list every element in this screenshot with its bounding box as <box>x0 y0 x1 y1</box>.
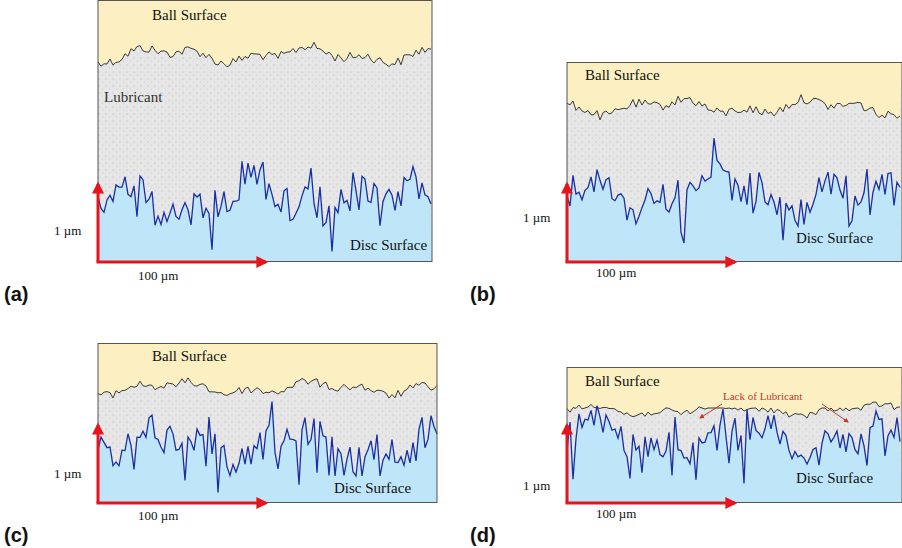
surface-label: Ball Surface <box>152 348 227 365</box>
scale-label: 100 µm <box>138 269 178 283</box>
panel-frame <box>98 1 432 262</box>
ball-profile <box>567 402 900 418</box>
vertical-scale-arrow <box>566 184 569 262</box>
panel-letter: (c) <box>4 524 28 546</box>
lubricant-label: Lubricant <box>104 89 162 106</box>
surface-label: Disc Surface <box>334 480 411 497</box>
ball-surface <box>567 367 902 418</box>
leader-line <box>700 404 722 418</box>
panel-letter: (b) <box>470 283 496 305</box>
lubricant-region <box>567 62 902 262</box>
scale-label: 100 µm <box>596 507 636 521</box>
vertical-scale-arrow <box>97 425 100 503</box>
scale-label: 1 µm <box>54 467 81 481</box>
lubricant-region <box>98 0 432 262</box>
contact-panel <box>566 62 902 262</box>
scale-label: 100 µm <box>138 509 178 523</box>
surface-label: Disc Surface <box>796 470 873 487</box>
scale-label: 1 µm <box>523 479 550 493</box>
disc-surface <box>567 406 902 503</box>
disc-surface <box>98 161 432 262</box>
scale-label: 1 µm <box>523 211 550 225</box>
disc-surface <box>567 138 902 262</box>
scale-label: 1 µm <box>54 224 81 238</box>
scale-label: 100 µm <box>596 266 636 280</box>
contact-panel <box>97 0 433 262</box>
contact-panel <box>566 367 902 503</box>
horizontal-scale-arrow <box>97 261 267 264</box>
surface-label: Disc Surface <box>350 237 427 254</box>
ball-surface <box>98 343 437 398</box>
horizontal-scale-arrow <box>566 261 736 264</box>
horizontal-scale-arrow <box>97 502 267 505</box>
ball-surface <box>567 62 902 120</box>
lubricant-region <box>98 343 437 503</box>
ball-profile <box>567 95 900 120</box>
panel-letter: (a) <box>4 283 28 305</box>
surface-label: Ball Surface <box>585 373 660 390</box>
panel-frame <box>567 63 902 262</box>
surface-label: Ball Surface <box>585 67 660 84</box>
annotation-label: Lack of Lubricant <box>722 390 803 402</box>
disc-profile <box>98 402 437 493</box>
lubricant-region <box>567 367 902 503</box>
surface-label: Disc Surface <box>796 230 873 247</box>
ball-profile <box>98 378 437 398</box>
panel-frame <box>567 368 902 503</box>
ball-profile <box>98 42 431 67</box>
contact-panel <box>97 343 438 503</box>
vertical-scale-arrow <box>566 425 569 503</box>
ball-surface <box>98 0 432 67</box>
vertical-scale-arrow <box>97 184 100 262</box>
horizontal-scale-arrow <box>566 502 736 505</box>
panel-letter: (d) <box>470 524 496 546</box>
disc-surface <box>98 402 437 503</box>
surface-label: Ball Surface <box>152 7 227 24</box>
panel-frame <box>98 344 437 503</box>
disc-profile <box>567 138 900 243</box>
leader-line <box>822 404 848 422</box>
